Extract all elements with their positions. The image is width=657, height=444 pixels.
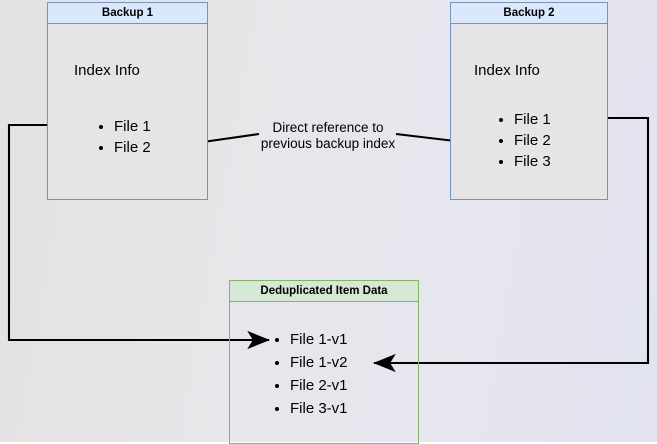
node-backup2-title: Backup 2: [451, 3, 607, 24]
list-item: File 2: [514, 130, 551, 151]
list-item: File 2: [114, 137, 151, 158]
node-backup2-body: Index Info File 1 File 2 File 3: [451, 24, 607, 199]
node-deduplicated-item-data-body: File 1-v1 File 1-v2 File 2-v1 File 3-v1: [230, 302, 418, 443]
list-item: File 2-v1: [290, 374, 348, 397]
node-backup2[interactable]: Backup 2 Index Info File 1 File 2 File 3: [450, 2, 608, 200]
edge-label-direct-reference: Direct reference to previous backup inde…: [260, 120, 396, 152]
node-deduplicated-item-data-title: Deduplicated Item Data: [230, 281, 418, 302]
node-backup1-title: Backup 1: [48, 3, 207, 24]
backup2-file-list: File 1 File 2 File 3: [496, 109, 551, 172]
list-item: File 1: [114, 116, 151, 137]
list-item: File 1: [514, 109, 551, 130]
backup1-file-list: File 1 File 2: [96, 116, 151, 158]
list-item: File 1-v2: [290, 351, 348, 374]
edge-label-line-2: previous backup index: [260, 136, 396, 151]
node-backup1-body: Index Info File 1 File 2: [48, 24, 207, 199]
backup2-index-info-label: Index Info: [474, 62, 540, 79]
node-backup1[interactable]: Backup 1 Index Info File 1 File 2: [47, 2, 208, 200]
backup1-index-info-label: Index Info: [74, 62, 140, 79]
node-deduplicated-item-data[interactable]: Deduplicated Item Data File 1-v1 File 1-…: [229, 280, 419, 444]
list-item: File 1-v1: [290, 328, 348, 351]
edge-label-line-1: Direct reference to: [272, 120, 384, 135]
list-item: File 3-v1: [290, 397, 348, 420]
dedup-file-list: File 1-v1 File 1-v2 File 2-v1 File 3-v1: [272, 328, 348, 420]
list-item: File 3: [514, 151, 551, 172]
